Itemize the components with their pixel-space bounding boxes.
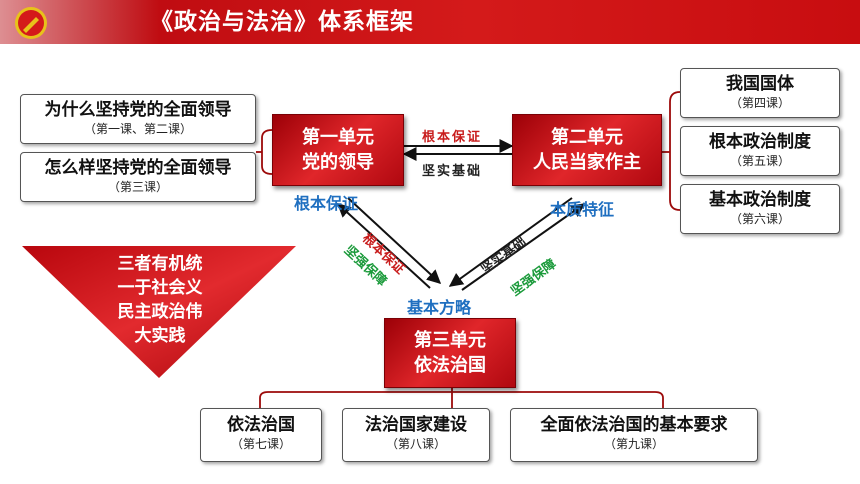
bottom-box-basic-requirements-sub: （第九课） [603,437,664,451]
bottom-box-rule-of-law: 依法治国 （第七课） [200,408,322,462]
right-bracket [669,91,681,211]
bottom-box-law-state-building: 法治国家建设 （第八课） [342,408,490,462]
arrow-unit3-to-unit1 [336,203,431,289]
right-box-basic-system: 基本政治制度 （第六课） [680,184,840,234]
unit2-line2: 人民当家作主 [533,152,641,173]
arrow-unit2-to-unit3 [448,197,573,287]
right-box-fundamental-system: 根本政治制度 （第五课） [680,126,840,176]
unit3-line2: 依法治国 [414,355,486,376]
party-emblem-icon [15,7,47,39]
unit2-box: 第二单元 人民当家作主 [512,114,662,186]
left-box-how-sub: （第三课） [107,180,168,194]
left-box-how: 怎么样坚持党的全面领导 （第三课） [20,152,256,202]
arrow-unit1-to-unit3 [347,197,442,284]
arrow-label-top-right: 根本保证 [422,130,483,145]
unit2-line1: 第二单元 [551,127,623,148]
left-box-why: 为什么坚持党的全面领导 （第一课、第二课） [20,94,256,144]
bottom-box-law-state-building-sub: （第八课） [385,437,446,451]
right-box-guoti-title: 我国国体 [726,74,794,94]
bottom-box-law-state-building-title: 法治国家建设 [365,415,467,435]
left-bracket [261,129,273,175]
right-box-basic-system-sub: （第六课） [729,212,790,226]
triangle-line-1: 三者有机统 [117,254,203,274]
right-box-basic-system-title: 基本政治制度 [709,190,811,210]
page-title: 《政治与法治》体系框架 [150,9,414,35]
unit3-box: 第三单元 依法治国 [384,318,516,388]
unit2-label: 本质特征 [550,200,615,219]
bottom-box-basic-requirements-title: 全面依法治国的基本要求 [540,415,728,435]
header-bar: 《政治与法治》体系框架 [0,0,860,44]
right-box-fundamental-system-sub: （第五课） [729,154,790,168]
right-box-guoti-sub: （第四课） [729,96,790,110]
arrow-label-top-left: 坚实基础 [422,164,483,179]
summary-triangle-text: 三者有机统 一于社会义 民主政治伟 大实践 [95,252,225,348]
bottom-bracket [259,391,664,408]
right-box-fundamental-system-title: 根本政治制度 [709,132,811,152]
triangle-line-2: 一于社会义 [117,278,203,298]
triangle-line-3: 民主政治伟 [117,302,203,322]
triangle-line-4: 大实践 [134,326,186,346]
unit1-line2: 党的领导 [302,152,374,173]
unit1-box: 第一单元 党的领导 [272,114,404,186]
arrow-unit3-to-unit2 [461,203,586,291]
bottom-box-rule-of-law-sub: （第七课） [230,437,291,451]
unit1-line1: 第一单元 [302,127,374,148]
bottom-box-rule-of-law-title: 依法治国 [227,415,295,435]
summary-triangle [22,246,296,378]
right-box-guoti: 我国国体 （第四课） [680,68,840,118]
unit3-label: 基本方略 [407,298,472,317]
bottom-box-basic-requirements: 全面依法治国的基本要求 （第九课） [510,408,758,462]
left-box-how-title: 怎么样坚持党的全面领导 [44,158,232,178]
left-box-why-title: 为什么坚持党的全面领导 [44,100,232,120]
unit3-line1: 第三单元 [414,330,486,351]
left-box-why-sub: （第一课、第二课） [83,122,192,136]
unit1-label: 根本保证 [294,194,359,213]
